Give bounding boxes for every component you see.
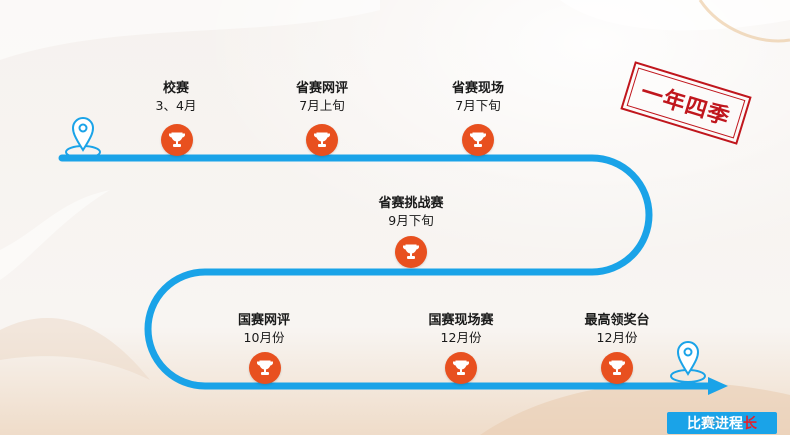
location-pin-icon xyxy=(65,117,101,159)
trophy-icon xyxy=(445,352,477,384)
location-pin-icon xyxy=(670,341,706,383)
milestone-national-onsite: 国赛现场赛 12月份 xyxy=(401,312,521,346)
timeline-path xyxy=(58,154,716,390)
trophy-icon xyxy=(161,124,193,156)
trophy-icon xyxy=(601,352,633,384)
footer-text-main: 比赛进程 xyxy=(687,416,743,432)
milestone-school: 校赛 3、4月 xyxy=(116,80,236,114)
trophy-icon xyxy=(462,124,494,156)
milestone-title: 省赛现场 xyxy=(451,81,504,96)
trophy-icon xyxy=(249,352,281,384)
milestone-title: 最高领奖台 xyxy=(584,313,650,328)
footer-text-accent: 长 xyxy=(743,416,757,432)
milestone-provincial-online: 省赛网评 7月上旬 xyxy=(262,80,382,114)
milestone-national-online: 国赛网评 10月份 xyxy=(204,312,324,346)
milestone-title: 校赛 xyxy=(162,81,189,96)
milestone-time: 9月下旬 xyxy=(388,213,434,228)
milestone-title: 省赛挑战赛 xyxy=(378,196,444,211)
milestone-title: 国赛网评 xyxy=(237,313,290,328)
milestone-time: 3、4月 xyxy=(155,98,197,113)
milestone-time: 7月上旬 xyxy=(299,98,345,113)
milestone-title: 国赛现场赛 xyxy=(428,313,494,328)
milestone-time: 10月份 xyxy=(243,330,285,345)
footer-title-badge: 比赛进程长 xyxy=(667,412,777,434)
trophy-icon xyxy=(306,124,338,156)
milestone-title: 省赛网评 xyxy=(295,81,348,96)
milestone-time: 12月份 xyxy=(440,330,482,345)
timeline-arrowhead xyxy=(708,377,728,395)
milestone-time: 7月下旬 xyxy=(455,98,501,113)
milestone-time: 12月份 xyxy=(596,330,638,345)
trophy-icon xyxy=(395,236,427,268)
milestone-provincial-onsite: 省赛现场 7月下旬 xyxy=(418,80,538,114)
milestone-provincial-challenge: 省赛挑战赛 9月下旬 xyxy=(351,195,471,229)
milestone-award-podium: 最高领奖台 12月份 xyxy=(557,312,677,346)
